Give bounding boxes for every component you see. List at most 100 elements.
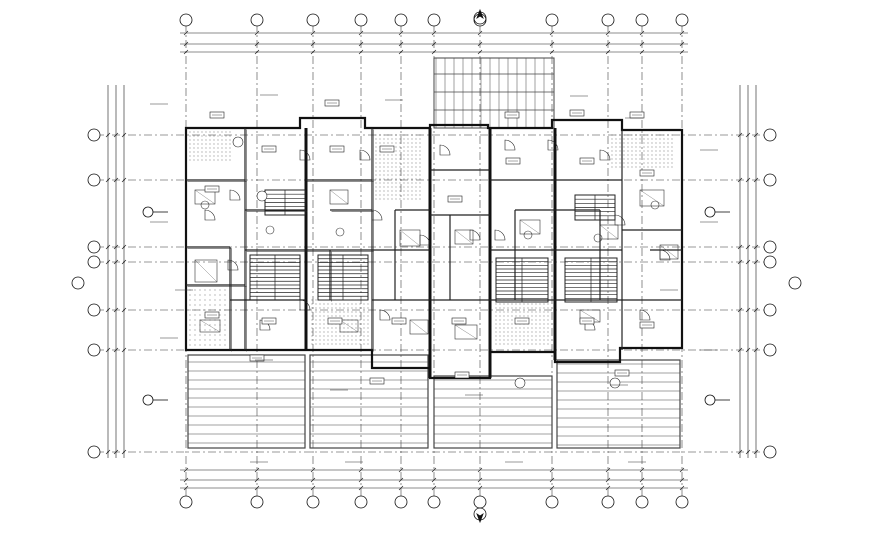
tile-dot <box>229 139 231 141</box>
tile-dot <box>343 303 345 305</box>
tile-dot <box>655 158 657 160</box>
tile-dot <box>519 307 521 309</box>
tile-dot <box>507 335 509 337</box>
tile-dot <box>367 323 369 325</box>
tile-dot <box>363 343 365 345</box>
tile-dot <box>351 303 353 305</box>
tile-dot <box>415 190 417 192</box>
tile-dot <box>515 331 517 333</box>
tile-dot <box>415 170 417 172</box>
tile-dot <box>531 335 533 337</box>
fixture <box>519 219 541 235</box>
tile-dot <box>671 138 673 140</box>
tile-dot <box>205 143 207 145</box>
rear-yard-outline <box>433 375 553 449</box>
tile-dot <box>527 303 529 305</box>
tile-dot <box>391 142 393 144</box>
tile-dot <box>351 323 353 325</box>
door-swing <box>469 229 481 241</box>
tile-dot <box>193 155 195 157</box>
dimension-tick <box>254 467 260 473</box>
tile-dot <box>391 134 393 136</box>
tile-dot <box>539 311 541 313</box>
tile-dot <box>611 138 613 140</box>
tile-dot <box>315 343 317 345</box>
fixtures-and-furniture <box>194 189 679 340</box>
tile-dot <box>319 331 321 333</box>
tile-dot <box>495 335 497 337</box>
tile-dot <box>189 131 191 133</box>
tile-dot <box>511 323 513 325</box>
tile-dot <box>197 151 199 153</box>
tile-dot <box>219 294 221 296</box>
tile-dot <box>627 158 629 160</box>
tile-dot <box>527 327 529 329</box>
tile-dot <box>495 307 497 309</box>
tile-dot <box>375 146 377 148</box>
tile-dot <box>495 339 497 341</box>
grid-bubble-right <box>763 343 777 357</box>
tile-dot <box>415 158 417 160</box>
tile-dot <box>503 307 505 309</box>
tile-dot <box>663 134 665 136</box>
tile-dot <box>403 146 405 148</box>
tile-dot <box>535 319 537 321</box>
tile-dot <box>507 343 509 345</box>
tile-dot <box>217 139 219 141</box>
tile-dot <box>209 334 211 336</box>
tile-dot <box>419 142 421 144</box>
grid-bubble-left <box>87 445 101 459</box>
tile-dot <box>347 343 349 345</box>
tile-dot <box>395 190 397 192</box>
tile-dot <box>315 327 317 329</box>
door-swing <box>359 149 371 161</box>
tile-dot <box>224 324 226 326</box>
tile-dot <box>225 151 227 153</box>
tile-dot <box>523 315 525 317</box>
tile-dot <box>375 150 377 152</box>
tile-dot <box>213 159 215 161</box>
tile-dot <box>619 146 621 148</box>
tile-dot <box>355 303 357 305</box>
tile-dot <box>221 139 223 141</box>
tile-dot <box>411 178 413 180</box>
tile-dot <box>647 142 649 144</box>
tile-dot <box>311 307 313 309</box>
tile-dot <box>205 131 207 133</box>
tile-dot <box>221 147 223 149</box>
tile-dot <box>627 166 629 168</box>
tile-dot <box>217 151 219 153</box>
tile-dot <box>379 170 381 172</box>
fixture-detail <box>579 309 601 323</box>
tile-dot <box>543 343 545 345</box>
tile-dot <box>204 299 206 301</box>
tile-dot <box>359 315 361 317</box>
tile-dot <box>383 186 385 188</box>
tile-dot <box>543 327 545 329</box>
tile-dot <box>531 327 533 329</box>
tile-dot <box>204 289 206 291</box>
tile-dot <box>189 151 191 153</box>
tile-dot <box>204 334 206 336</box>
tile-dot <box>539 339 541 341</box>
tile-dot <box>535 339 537 341</box>
grid-bubble-left <box>87 128 101 142</box>
tile-dot <box>403 198 405 200</box>
tile-dot <box>411 154 413 156</box>
tile-dot <box>547 335 549 337</box>
tile-dot <box>367 311 369 313</box>
tile-dot <box>619 142 621 144</box>
fixture <box>409 319 429 335</box>
tile-dot <box>639 158 641 160</box>
tile-dot <box>375 198 377 200</box>
tile-dot <box>204 304 206 306</box>
rear-yard-outline <box>187 354 306 449</box>
tile-dot <box>403 182 405 184</box>
tile-dot <box>651 146 653 148</box>
dimension-tick <box>679 467 685 473</box>
tile-dot <box>539 315 541 317</box>
tile-dot <box>643 138 645 140</box>
tile-dot <box>189 139 191 141</box>
tile-dot <box>403 162 405 164</box>
door-swing <box>439 144 451 156</box>
